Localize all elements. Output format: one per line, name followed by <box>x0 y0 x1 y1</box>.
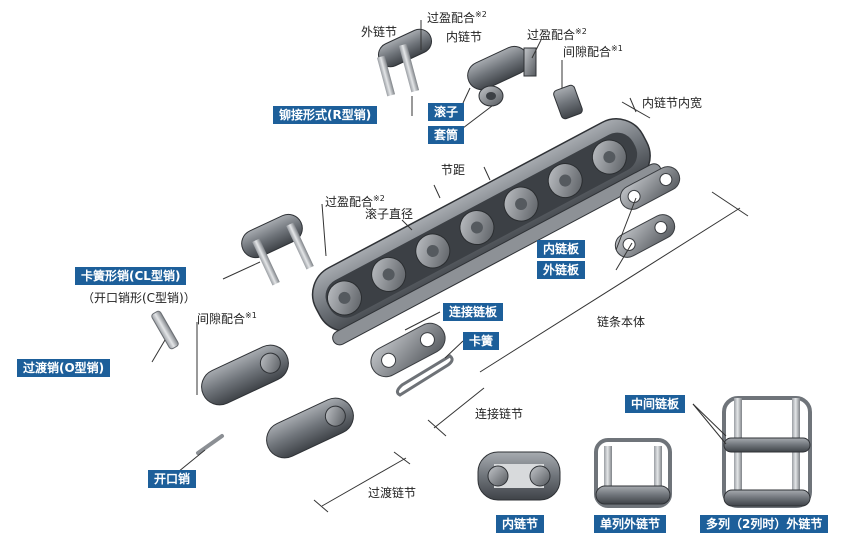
box-roller: 滚子 <box>428 103 464 121</box>
label-offset-link: 过渡链节 <box>368 486 416 500</box>
box-offset-pin: 过渡销(O型销) <box>17 359 110 377</box>
box-bushing: 套筒 <box>428 126 464 144</box>
box-outer-plate: 外链板 <box>537 261 585 279</box>
label-clearance-fit-left: 间隙配合※1 <box>197 309 257 326</box>
label-pitch: 节距 <box>441 163 465 177</box>
label-inner-width: 内链节内宽 <box>642 96 702 110</box>
caption-single-outer-link: 单列外链节 <box>594 515 666 533</box>
label-clearance-fit-text: 间隙配合 <box>197 312 245 326</box>
label-inner-link: 内链节 <box>446 30 482 44</box>
single-outer-link-photo <box>596 440 670 506</box>
label-interference-fit-middle: 过盈配合※2 <box>527 25 587 42</box>
label-open-pin-type: （开口销形(C型销)） <box>82 291 196 305</box>
caption-multi-outer-link: 多列（2列时）外链节 <box>700 515 828 533</box>
multi-outer-link-photo <box>724 398 810 506</box>
label-outer-link: 外链节 <box>361 25 397 39</box>
inner-link-photo <box>478 452 560 500</box>
box-spring-clip: 卡簧 <box>463 332 499 350</box>
label-clearance-fit-text: 间隙配合 <box>563 45 611 59</box>
label-interference-fit-text: 过盈配合 <box>527 28 575 42</box>
box-connecting-plate: 连接链板 <box>443 303 503 321</box>
box-middle-plate: 中间链板 <box>625 395 685 413</box>
note-marker-2: ※2 <box>475 10 487 19</box>
box-inner-plate: 内链板 <box>537 240 585 258</box>
note-marker-1: ※1 <box>245 311 257 320</box>
label-roller-diameter: 滚子直径 <box>365 207 413 221</box>
label-connecting-link: 连接链节 <box>475 407 523 421</box>
caption-inner-link: 内链节 <box>496 515 544 533</box>
label-interference-fit-text: 过盈配合 <box>427 11 475 25</box>
note-marker-2: ※2 <box>373 194 385 203</box>
label-clearance-fit-top: 间隙配合※1 <box>563 42 623 59</box>
label-chain-body: 链条本体 <box>597 315 645 329</box>
label-interference-fit-top: 过盈配合※2 <box>427 8 487 25</box>
note-marker-2: ※2 <box>575 27 587 36</box>
box-spring-clip-type: 卡簧形销(CL型销) <box>75 267 186 285</box>
box-riveted-type: 铆接形式(R型销) <box>273 106 377 124</box>
box-cotter-pin: 开口销 <box>148 470 196 488</box>
note-marker-1: ※1 <box>611 44 623 53</box>
